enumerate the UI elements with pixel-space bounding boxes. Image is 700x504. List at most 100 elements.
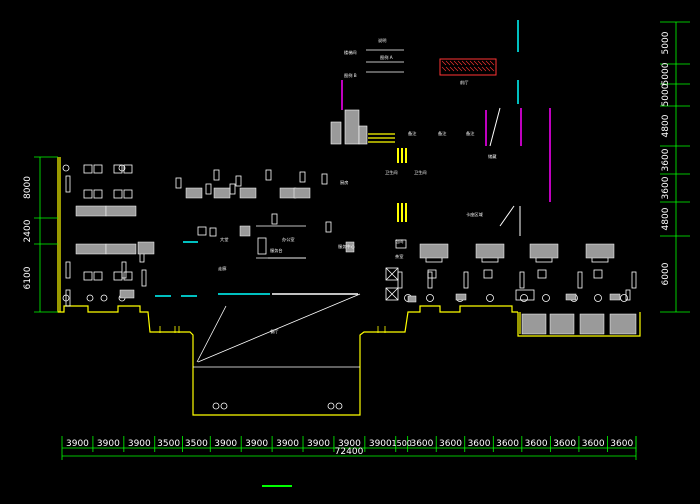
chair: [118, 164, 126, 172]
dim-right-label: 5000: [661, 83, 671, 106]
label-lobby: 大堂: [220, 236, 228, 243]
magenta-lines: [341, 80, 551, 202]
restroom-unit: [579, 313, 605, 335]
stool: [486, 294, 494, 302]
central-hall: [159, 293, 386, 410]
dim-label: 1500: [392, 439, 412, 448]
table: [83, 164, 93, 174]
hall-diagonal: [196, 305, 227, 363]
table: [83, 189, 93, 199]
column-marker: [335, 402, 343, 410]
partition-right: [631, 271, 637, 289]
chair: [62, 164, 70, 172]
fixture-fill: [407, 295, 417, 303]
label-corridor: 走廊: [218, 265, 226, 272]
fixture-fill: [609, 293, 621, 301]
dim-left-label: 2400: [23, 219, 33, 242]
fixture-fill: [279, 187, 297, 199]
label-legend-title: 说明: [378, 37, 386, 44]
partition: [65, 175, 71, 193]
room-labels: 楼梯间 说明 图例 A 图例 B 前厅 备注 备注 备注 储藏 卡座区域 厨房 …: [218, 37, 497, 335]
fixture-fill: [455, 293, 467, 301]
dim-label: 3600: [582, 439, 605, 449]
table: [93, 271, 103, 281]
partition-right: [427, 271, 433, 289]
dim-right-label: 5000: [661, 31, 671, 54]
dim-label: 3900: [307, 439, 330, 449]
label-service: 服务中心: [338, 243, 356, 250]
dim-label: 3600: [410, 439, 433, 449]
fixture: [299, 171, 306, 183]
table: [123, 189, 133, 199]
partition-right: [463, 271, 469, 289]
dim-label: 3600: [610, 439, 633, 449]
booth-right: [585, 243, 615, 259]
hatch-outline: [439, 58, 497, 76]
fixture-fill: [565, 293, 577, 301]
dim-label: 3600: [525, 439, 548, 449]
fixture: [395, 239, 407, 249]
counter: [515, 289, 535, 301]
chair-right: [483, 269, 493, 279]
label-toilet2: 卫生间: [414, 169, 427, 176]
dim-label: 3600: [439, 439, 462, 449]
dim-right-label: 3600: [661, 176, 671, 199]
partition: [121, 261, 127, 279]
table: [113, 164, 123, 174]
label-store: 储藏: [488, 153, 497, 160]
booth: [75, 205, 107, 217]
label-service-desk: 服务台: [270, 247, 283, 254]
label-kitchen: 厨房: [340, 179, 348, 186]
booth-right: [529, 243, 559, 259]
partition-right: [577, 271, 583, 289]
fixture-fill: [345, 241, 355, 253]
label-entrance: 前厅: [460, 79, 468, 86]
stool: [520, 294, 528, 302]
dim-label: 3900: [338, 439, 361, 449]
white-diagonal: [489, 107, 501, 147]
cabinet: [385, 267, 399, 281]
hall-diagonal: [197, 293, 361, 363]
label-tea: 茶室: [395, 253, 403, 259]
fixture: [325, 221, 332, 233]
table: [83, 271, 93, 281]
partition-right: [519, 271, 525, 289]
fixture-fill: [213, 187, 231, 199]
dim-label: 3500: [185, 439, 208, 449]
stair-hall: [330, 109, 368, 145]
booth-right: [419, 243, 449, 259]
dim-label: 3600: [553, 439, 576, 449]
table: [93, 189, 103, 199]
hatched-block: [439, 58, 497, 76]
stool: [426, 294, 434, 302]
fixture-fill: [239, 225, 251, 237]
cabinet-x: [385, 267, 399, 281]
hatch-pattern: [441, 60, 495, 72]
label-legend-2: 图例 B: [344, 72, 357, 79]
chair: [100, 294, 108, 302]
fixture-fill-group: [75, 187, 621, 303]
label-toilet: 卫生间: [385, 169, 398, 176]
dim-label: 3500: [157, 439, 180, 449]
fixture: [213, 169, 220, 181]
dim-label: 3900: [276, 439, 299, 449]
column-marker: [212, 402, 220, 410]
wall-outline-left: [57, 157, 518, 416]
fixture: [175, 177, 182, 189]
dim-right-label: 6000: [661, 262, 671, 285]
table: [123, 271, 133, 281]
dim-label: 3600: [496, 439, 519, 449]
fixture-fill: [293, 187, 311, 199]
dim-right-label: 5000: [661, 62, 671, 85]
dim-label: 3900: [214, 439, 237, 449]
label-private: 包间: [395, 238, 403, 245]
fixture: [209, 227, 217, 237]
chair-right: [593, 269, 603, 279]
table: [93, 164, 103, 174]
label-stair-hall: 楼梯间: [344, 49, 357, 56]
fixture: [321, 173, 328, 185]
dim-right-label: 3600: [661, 148, 671, 171]
